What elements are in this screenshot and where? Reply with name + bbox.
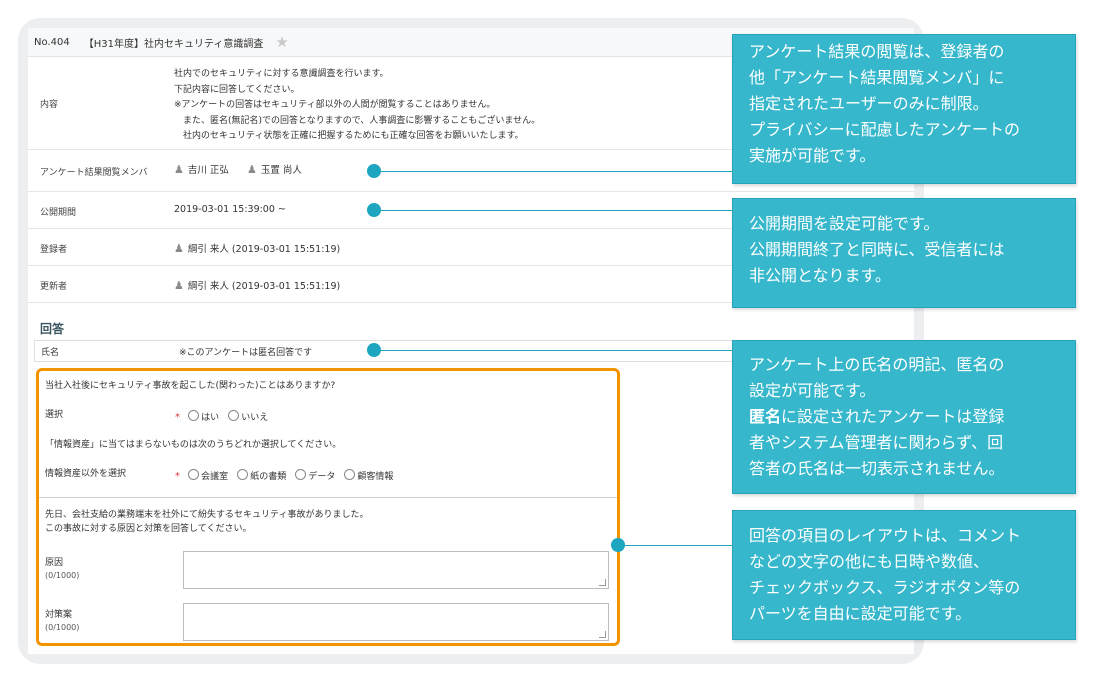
viewer-name[interactable]: 玉置 尚人 xyxy=(260,165,302,176)
name-row: 氏名 ※このアンケートは匿名回答です xyxy=(34,340,914,362)
callout-period: 公開期間を設定可能です。 公開期間終了と同時に、受信者には 非公開となります。 xyxy=(732,198,1076,308)
required-mark: * xyxy=(175,412,180,423)
answer-items-highlight: 当社入社後にセキュリティ事故を起こした(関わった)ことはありますか? 選択 * … xyxy=(36,368,620,646)
callout-line: 非公開となります。 xyxy=(749,266,891,285)
callout-line: 設定が可能です。 xyxy=(749,381,876,400)
option-meeting-room[interactable]: 会議室 xyxy=(201,472,229,482)
option-no[interactable]: いいえ xyxy=(241,413,269,423)
callout-line: 匿名に設定されたアンケートは登録 xyxy=(749,407,1005,426)
option-customer-info[interactable]: 顧客情報 xyxy=(357,472,394,482)
callout-line: 他「アンケート結果閲覧メンバ」に xyxy=(749,68,1005,87)
callout-line: などの文字の他にも日時や数値、 xyxy=(749,552,990,571)
callout-line: 実施が可能です。 xyxy=(749,146,876,165)
content-text: 社内でのセキュリティに対する意識調査を行います。 下記内容に回答してください。 … xyxy=(174,69,541,141)
viewers-label: アンケート結果閲覧メンバ xyxy=(40,168,148,178)
updater-value: 綱引 来人 (2019-03-01 15:51:19) xyxy=(187,281,341,292)
callout-line: 公開期間終了と同時に、受信者には xyxy=(749,240,1005,259)
callout-line: アンケート結果の閲覧は、登録者の xyxy=(749,42,1005,61)
updater-label: 更新者 xyxy=(40,282,68,292)
answer-section-title: 回答 xyxy=(40,322,65,336)
callout-line: 答者の氏名は一切表示されません。 xyxy=(749,459,1005,478)
connector-dot xyxy=(611,538,625,552)
option-yes[interactable]: はい xyxy=(201,413,220,423)
registrant-row: 登録者 ♟綱引 来人 (2019-03-01 15:51:19) xyxy=(28,229,914,266)
radio-icon[interactable] xyxy=(344,469,356,480)
callout-bold: 匿名 xyxy=(749,407,782,426)
option-data[interactable]: データ xyxy=(308,472,336,482)
viewers-value: ♟吉川 正弘 ♟玉置 尚人 xyxy=(174,162,302,176)
callout-line: 指定されたユーザーのみに制限。 xyxy=(749,94,989,113)
question-2: 「情報資産」に当てはまらないものは次のうちどれか選択してください。 xyxy=(45,440,342,450)
question-2-options: * 会議室 紙の書類 データ 顧客情報 xyxy=(175,464,397,483)
viewers-row: アンケート結果閲覧メンバ ♟吉川 正弘 ♟玉置 尚人 xyxy=(28,150,914,192)
callout-anonymous: アンケート上の氏名の明記、匿名の 設定が可能です。 匿名に設定されたアンケートは… xyxy=(732,340,1076,494)
star-icon[interactable]: ★ xyxy=(275,32,289,51)
callout-line: 者やシステム管理者に関わらず、回 xyxy=(749,433,1004,452)
person-icon: ♟ xyxy=(174,279,184,292)
connector-line xyxy=(381,171,732,172)
connector-line xyxy=(381,350,732,351)
connector-dot xyxy=(367,203,381,217)
anonymous-note: ※このアンケートは匿名回答です xyxy=(179,348,313,358)
callout-layout: 回答の項目のレイアウトは、コメント などの文字の他にも日時や数値、 チェックボッ… xyxy=(732,510,1076,640)
radio-icon[interactable] xyxy=(228,410,240,421)
person-icon: ♟ xyxy=(174,163,184,176)
content-label: 内容 xyxy=(40,100,59,110)
radio-icon[interactable] xyxy=(237,469,249,480)
period-value: 2019-03-01 15:39:00 ~ xyxy=(174,204,286,215)
callout-line: パーツを自由に設定可能です。 xyxy=(749,604,972,623)
content-row: 内容 社内でのセキュリティに対する意識調査を行います。 下記内容に回答してくださ… xyxy=(28,57,914,150)
survey-title: 【H31年度】社内セキュリティ意識調査 xyxy=(83,38,264,50)
callout-line: 公開期間を設定可能です。 xyxy=(749,214,940,233)
name-label: 氏名 xyxy=(41,348,60,358)
callout-line: チェックボックス、ラジオボタン等の xyxy=(749,578,1021,597)
period-label: 公開期間 xyxy=(40,208,77,218)
question-1-options: * はい いいえ xyxy=(175,405,272,424)
question-1-label: 選択 xyxy=(45,410,64,420)
person-icon: ♟ xyxy=(246,163,257,176)
callout-line: 回答の項目のレイアウトは、コメント xyxy=(749,526,1022,545)
question-divider xyxy=(39,497,617,498)
measure-textarea[interactable] xyxy=(183,603,609,641)
updater-row: 更新者 ♟綱引 来人 (2019-03-01 15:51:19) xyxy=(28,266,914,303)
viewer-name[interactable]: 吉川 正弘 xyxy=(187,165,229,176)
connector-dot xyxy=(367,164,381,178)
measure-counter: (0/1000) xyxy=(45,623,80,632)
registrant-value: 綱引 来人 (2019-03-01 15:51:19) xyxy=(187,244,341,255)
question-3: 先日、会社支給の業務端末を社外にて紛失するセキュリティ事故がありました。 この事… xyxy=(45,510,369,534)
survey-number: No.404 xyxy=(34,36,70,48)
callout-line: アンケート上の氏名の明記、匿名の xyxy=(749,355,1005,374)
radio-icon[interactable] xyxy=(295,469,307,480)
connector-line xyxy=(381,210,732,211)
cause-counter: (0/1000) xyxy=(45,571,80,580)
cause-textarea[interactable] xyxy=(183,551,609,589)
callout-viewers: アンケート結果の閲覧は、登録者の 他「アンケート結果閲覧メンバ」に 指定されたユ… xyxy=(732,34,1076,184)
required-mark: * xyxy=(175,471,180,482)
person-icon: ♟ xyxy=(174,242,184,255)
option-paper[interactable]: 紙の書類 xyxy=(250,472,287,482)
callout-line: プライバシーに配慮したアンケートの xyxy=(749,120,1021,139)
period-row: 公開期間 2019-03-01 15:39:00 ~ xyxy=(28,192,914,229)
connector-line xyxy=(625,545,732,546)
radio-icon[interactable] xyxy=(188,469,200,480)
registrant-label: 登録者 xyxy=(40,245,68,255)
measure-label: 対策案 xyxy=(45,610,73,620)
connector-dot xyxy=(367,343,381,357)
question-1: 当社入社後にセキュリティ事故を起こした(関わった)ことはありますか? xyxy=(45,381,336,391)
radio-icon[interactable] xyxy=(188,410,200,421)
question-2-label: 情報資産以外を選択 xyxy=(45,469,127,479)
cause-label: 原因 xyxy=(45,558,64,568)
